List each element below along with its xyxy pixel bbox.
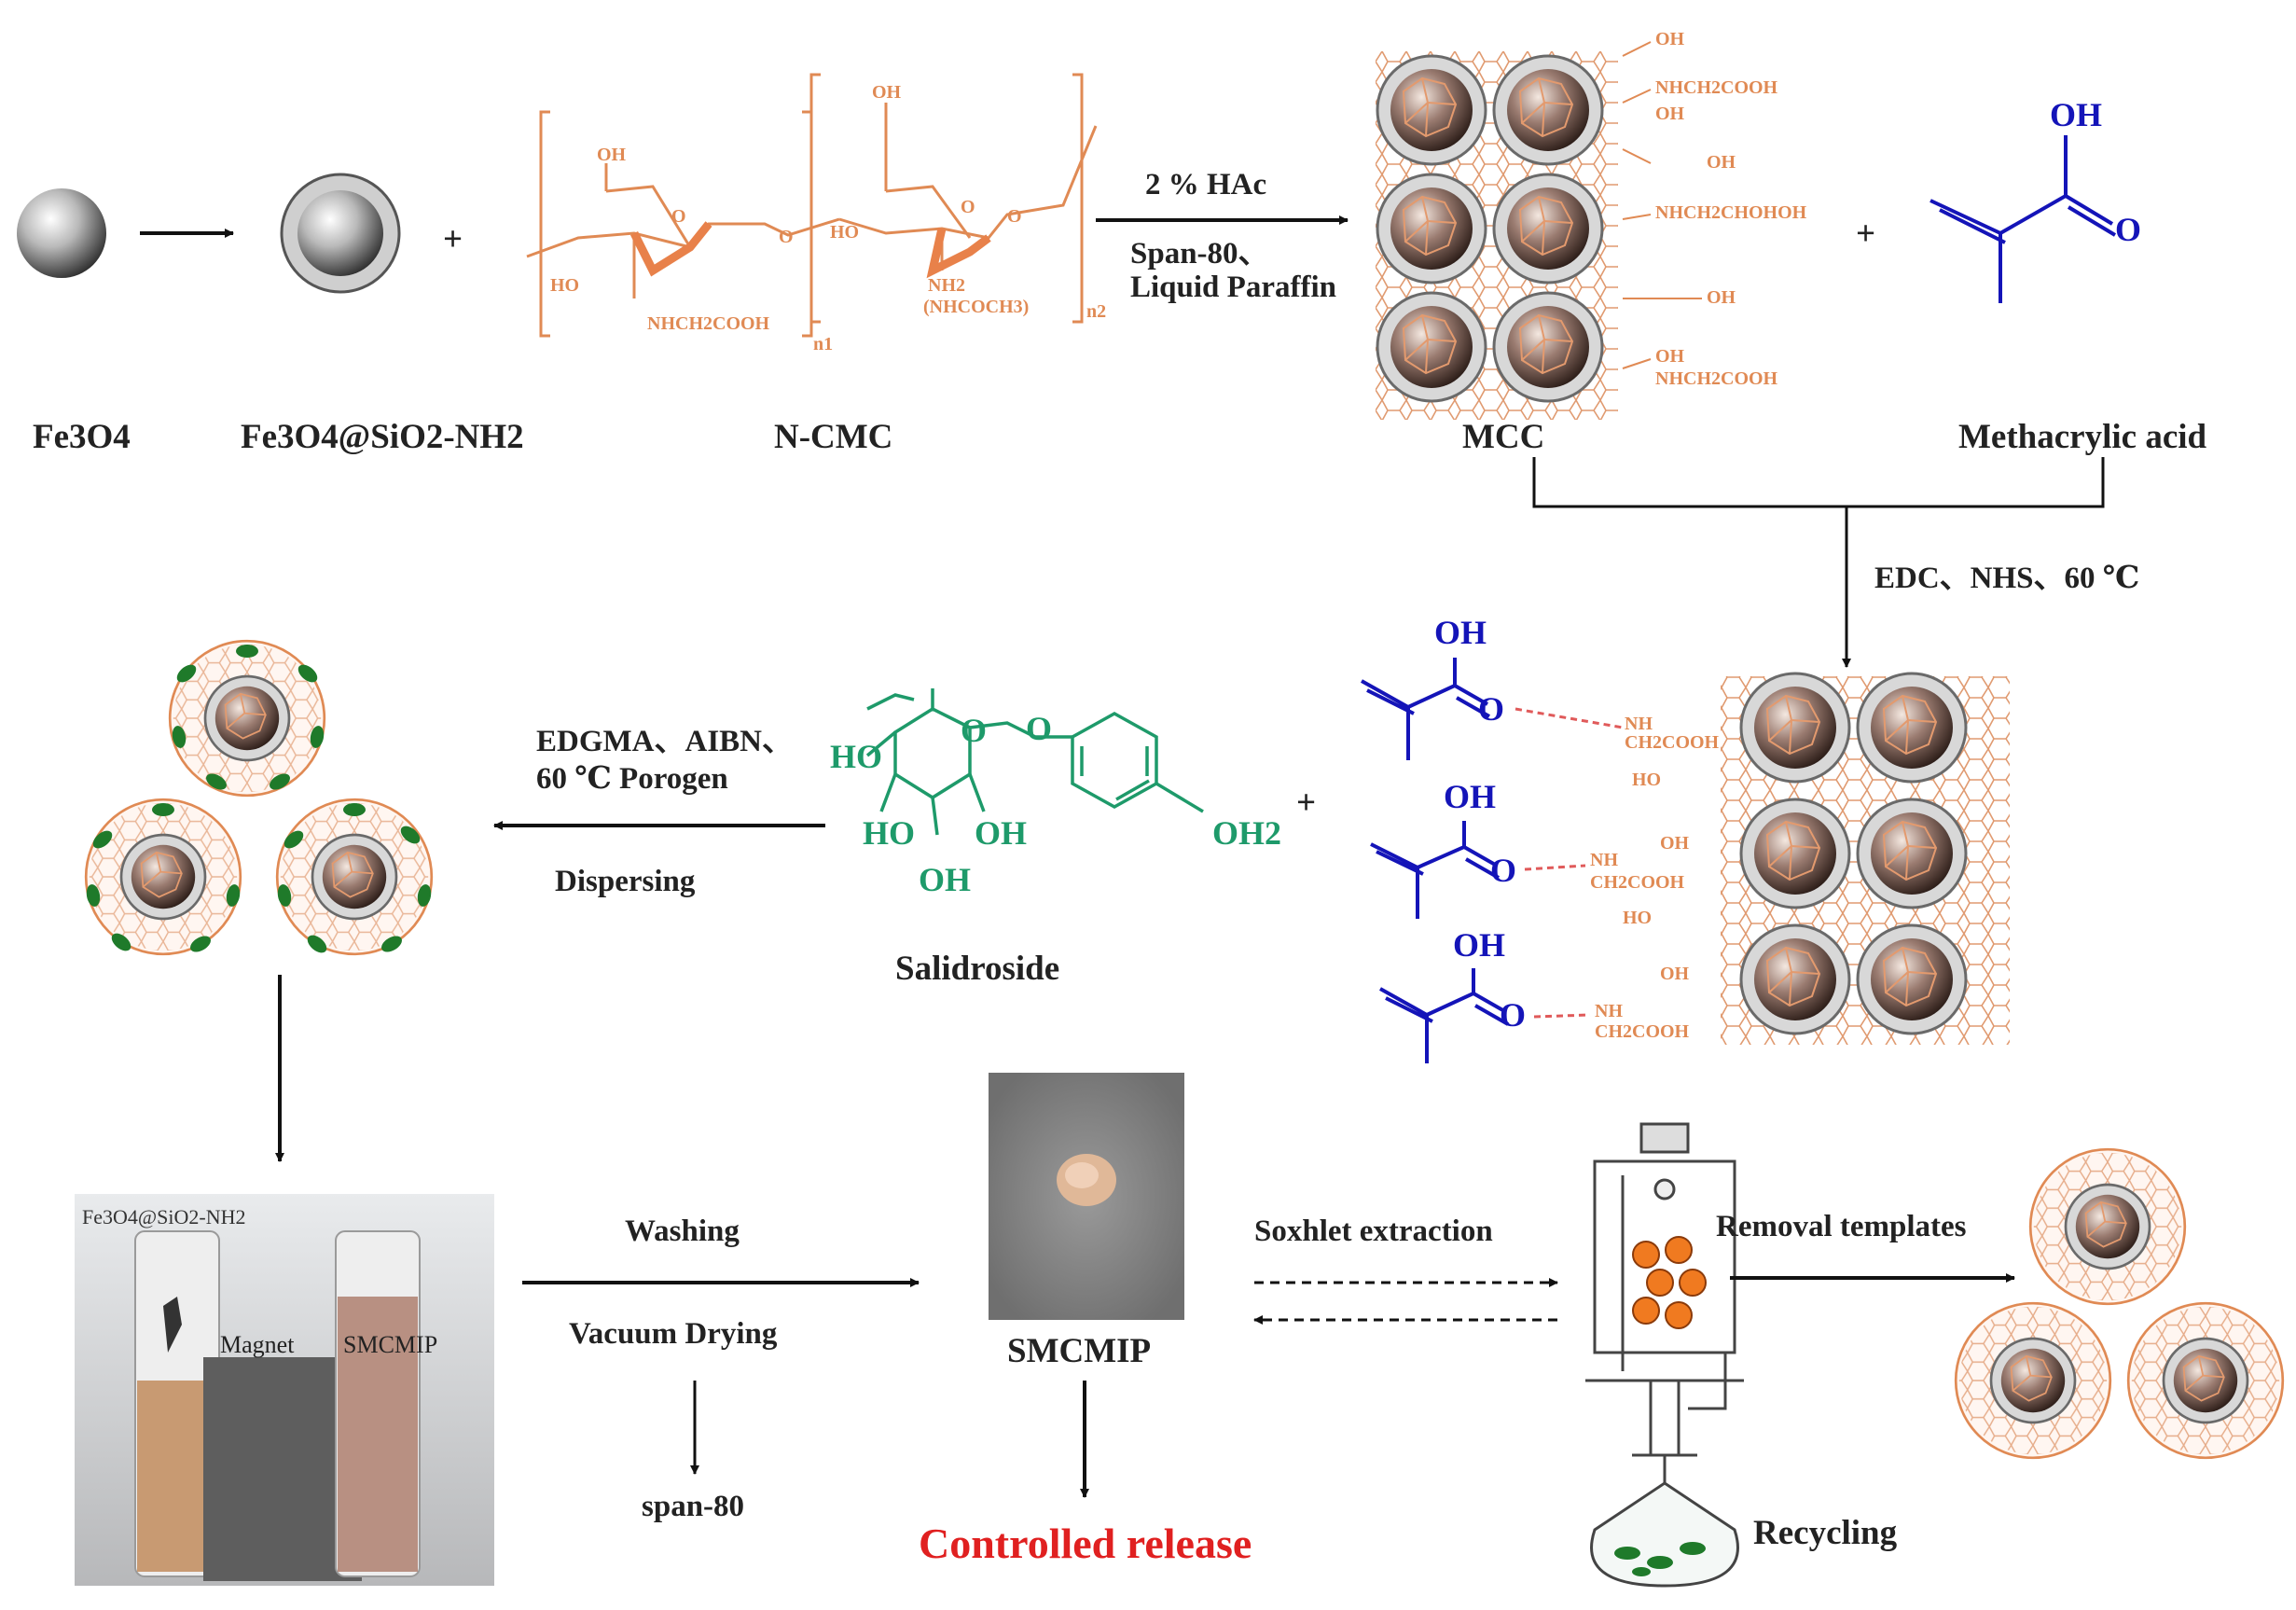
cond-edgma-aibn: EDGMA、AIBN、 bbox=[536, 725, 793, 758]
ncmc-nhcoch3: (NHCOCH3) bbox=[923, 297, 1029, 317]
cx-ch2cooh-1: CH2COOH bbox=[1625, 732, 1720, 753]
sal-oh2: OH2 bbox=[1212, 814, 1281, 852]
mcc-oh-4: OH bbox=[1707, 287, 1736, 308]
maa1-oh: OH bbox=[1434, 614, 1487, 651]
cx-oh-2: OH bbox=[1660, 833, 1690, 854]
ncmc-o-bridge: O bbox=[779, 227, 794, 247]
cx-nh-1: NH bbox=[1625, 714, 1653, 734]
plus-sign-3: + bbox=[1296, 784, 1316, 822]
maa1-o: O bbox=[1478, 690, 1504, 728]
ncmc-o-2: O bbox=[961, 197, 975, 217]
mcc-nhch2cooh-2: NHCH2COOH bbox=[1655, 368, 1778, 389]
ncmc-oh-1: OH bbox=[597, 145, 627, 165]
ncmc-n2: n2 bbox=[1086, 301, 1106, 322]
cond-removal-templates: Removal templates bbox=[1716, 1210, 1967, 1243]
photo-tube2-label: SMCMIP bbox=[343, 1331, 437, 1358]
ncmc-ho-1: HO bbox=[550, 275, 579, 296]
magnet-photo: Fe3O4@SiO2-NH2 Magnet SMCMIP bbox=[75, 1194, 494, 1586]
cond-vacuum-drying: Vacuum Drying bbox=[569, 1317, 778, 1351]
maa2-o: O bbox=[1490, 852, 1516, 889]
cx-ch2cooh-2: CH2COOH bbox=[1590, 872, 1685, 893]
ncmc-nh2: NH2 bbox=[928, 275, 965, 296]
photo-tube1-label: Fe3O4@SiO2-NH2 bbox=[82, 1205, 245, 1228]
ncmc-o-1: O bbox=[671, 206, 686, 227]
template-free-particles bbox=[1954, 1147, 2285, 1460]
prepolymer-complex bbox=[1721, 672, 2010, 1045]
cond-hac: 2 % HAc bbox=[1145, 168, 1266, 201]
cx-ho-1: HO bbox=[1632, 770, 1661, 790]
sal-o-link: O bbox=[1026, 710, 1052, 747]
core-shell-particle bbox=[280, 173, 401, 294]
sal-oh-1: OH bbox=[975, 814, 1027, 852]
soxhlet-particles bbox=[1632, 1236, 1707, 1329]
flask-contents bbox=[1614, 1542, 1706, 1576]
cond-liquid-paraffin: Liquid Paraffin bbox=[1130, 271, 1336, 304]
fe3o4-sphere bbox=[17, 188, 106, 278]
ncmc-n1: n1 bbox=[813, 334, 833, 354]
connector-step2 bbox=[1532, 457, 2105, 667]
sal-ho-2: HO bbox=[863, 814, 915, 852]
cx-ho-3: HO bbox=[1623, 908, 1652, 928]
mcc-block bbox=[1376, 51, 1618, 420]
maa-oh-top: OH bbox=[2050, 96, 2102, 133]
mcc-nhch2cooh-1: NHCH2COOH bbox=[1655, 77, 1778, 98]
maa2-oh: OH bbox=[1444, 778, 1496, 815]
cx-nh-2: NH bbox=[1590, 850, 1618, 870]
mcc-side-chains bbox=[1622, 41, 1702, 369]
cond-washing: Washing bbox=[625, 1214, 740, 1248]
mcc-oh-3: OH bbox=[1707, 152, 1736, 173]
label-span80: span-80 bbox=[642, 1490, 744, 1523]
methacrylic-acid-structure bbox=[1929, 135, 2117, 303]
cond-soxhlet: Soxhlet extraction bbox=[1254, 1214, 1493, 1248]
imprinted-particles bbox=[84, 639, 434, 956]
label-controlled-release: Controlled release bbox=[919, 1520, 1252, 1567]
maa-o-top: O bbox=[2115, 211, 2141, 248]
mcc-nhch2chohoh: NHCH2CHOHOH bbox=[1655, 202, 1807, 223]
label-mcc: MCC bbox=[1462, 418, 1544, 456]
sal-o-ring: O bbox=[961, 712, 987, 749]
ncmc-ho-2: HO bbox=[830, 222, 859, 243]
soxhlet-extractor bbox=[1585, 1122, 1744, 1588]
cond-dispersing: Dispersing bbox=[555, 865, 696, 898]
label-recycling: Recycling bbox=[1753, 1514, 1898, 1552]
mcc-oh-2: OH bbox=[1655, 104, 1685, 124]
sal-oh-2: OH bbox=[919, 861, 971, 898]
maa3-o: O bbox=[1500, 996, 1526, 1034]
photo-magnet-label: Magnet bbox=[220, 1331, 295, 1358]
label-methacrylic-acid: Methacrylic acid bbox=[1958, 418, 2207, 456]
label-n-cmc: N-CMC bbox=[774, 418, 892, 456]
maa-complex-1 bbox=[1361, 658, 1624, 760]
label-smcmip: SMCMIP bbox=[1007, 1332, 1151, 1370]
salidroside-structure bbox=[865, 688, 1204, 836]
label-fe3o4: Fe3O4 bbox=[33, 418, 131, 456]
cond-edc-nhs: EDC、NHS、60 ℃ bbox=[1874, 562, 2139, 595]
cx-ch2cooh-3: CH2COOH bbox=[1595, 1021, 1690, 1042]
ncmc-nhch2cooh: NHCH2COOH bbox=[647, 313, 770, 334]
cx-nh-3: NH bbox=[1595, 1001, 1623, 1021]
label-salidroside: Salidroside bbox=[895, 950, 1059, 988]
label-fe3o4-sio2-nh2: Fe3O4@SiO2-NH2 bbox=[241, 418, 524, 456]
plus-sign-2: + bbox=[1856, 215, 1875, 253]
mcc-oh-1: OH bbox=[1655, 29, 1685, 49]
plus-sign-1: + bbox=[443, 220, 463, 258]
maa-complex-2 bbox=[1370, 821, 1586, 919]
sal-ho-1: HO bbox=[830, 738, 882, 775]
smcmip-photo bbox=[989, 1073, 1184, 1320]
cond-porogen: 60 ℃ Porogen bbox=[536, 762, 728, 796]
ncmc-o-3: O bbox=[1007, 206, 1022, 227]
cx-oh-3: OH bbox=[1660, 964, 1690, 984]
mcc-oh-5: OH bbox=[1655, 346, 1685, 367]
ncmc-oh-2: OH bbox=[872, 82, 902, 103]
maa3-oh: OH bbox=[1453, 926, 1505, 964]
cond-span80: Span-80、 bbox=[1130, 237, 1269, 271]
n-cmc-structure bbox=[526, 73, 1098, 338]
maa-complex-3 bbox=[1379, 968, 1591, 1063]
